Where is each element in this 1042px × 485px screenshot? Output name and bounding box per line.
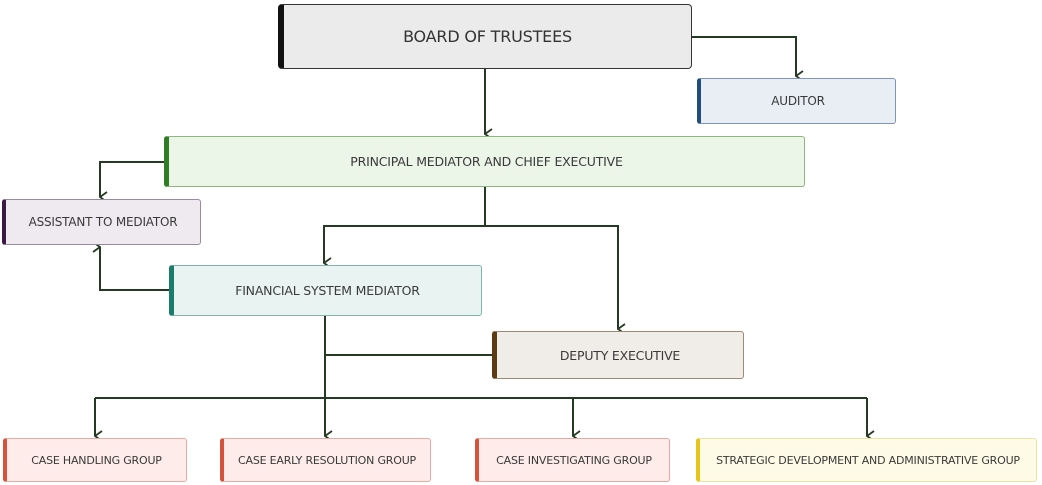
node-assistant-to-mediator[interactable]: ASSISTANT TO MEDIATOR: [2, 199, 201, 245]
node-case-investigating-group[interactable]: CASE INVESTIGATING GROUP: [475, 438, 670, 482]
node-label: FINANCIAL SYSTEM MEDIATOR: [235, 283, 420, 298]
node-board-of-trustees[interactable]: BOARD OF TRUSTEES: [278, 4, 692, 69]
edge-board-auditor: [692, 36, 796, 76]
node-deputy-executive[interactable]: DEPUTY EXECUTIVE: [492, 331, 744, 379]
node-label: DEPUTY EXECUTIVE: [559, 347, 681, 363]
node-label: CASE EARLY RESOLUTION GROUP: [238, 453, 416, 467]
node-case-handling-group[interactable]: CASE HANDLING GROUP: [3, 438, 187, 482]
node-label: PRINCIPAL MEDIATOR AND CHIEF EXECUTIVE: [350, 154, 623, 169]
node-label: ASSISTANT TO MEDIATOR: [28, 215, 178, 229]
node-auditor[interactable]: AUDITOR: [697, 78, 896, 124]
node-label: CASE HANDLING GROUP: [31, 453, 162, 467]
edge-financial-assistant: [100, 247, 169, 291]
node-financial-system-mediator[interactable]: FINANCIAL SYSTEM MEDIATOR: [169, 265, 482, 316]
node-label: BOARD OF TRUSTEES: [403, 27, 572, 46]
node-case-early-resolution-group[interactable]: CASE EARLY RESOLUTION GROUP: [220, 438, 431, 482]
node-label: CASE INVESTIGATING GROUP: [496, 453, 652, 467]
edge-principal-deputy: [485, 225, 618, 329]
node-strategic-development-group[interactable]: STRATEGIC DEVELOPMENT AND ADMINISTRATIVE…: [696, 438, 1037, 482]
node-label: AUDITOR: [771, 94, 825, 108]
edge-principal-financial: [323, 225, 485, 263]
node-label: STRATEGIC DEVELOPMENT AND ADMINISTRATIVE…: [716, 453, 1020, 467]
edge-principal-assistant: [99, 161, 164, 197]
node-principal-mediator[interactable]: PRINCIPAL MEDIATOR AND CHIEF EXECUTIVE: [164, 136, 805, 187]
